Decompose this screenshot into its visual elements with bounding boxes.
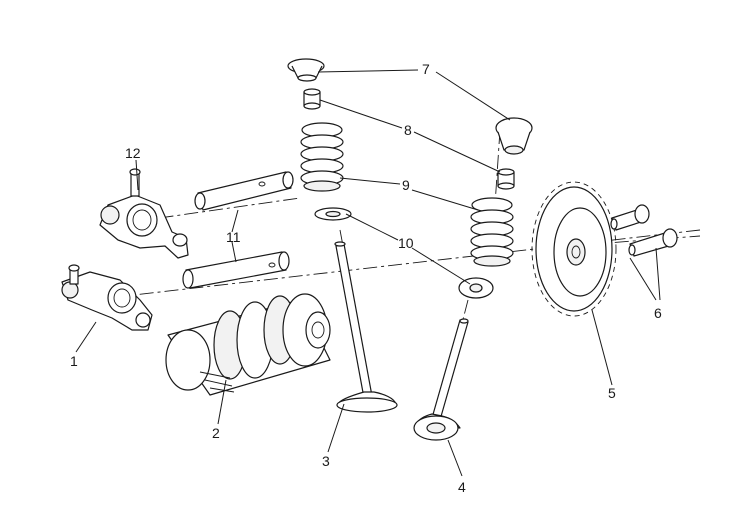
rocker-arm-lower <box>61 264 153 331</box>
callout-12: 12 <box>125 145 141 161</box>
valve-intake <box>334 241 398 413</box>
valve-spring-right <box>470 197 514 267</box>
cam-sprocket <box>531 181 617 317</box>
callout-10: 10 <box>398 235 414 251</box>
camshaft <box>165 293 331 396</box>
callout-1: 1 <box>70 353 78 369</box>
callout-7: 7 <box>422 61 430 77</box>
valve-seal-right <box>497 168 515 190</box>
rocker-arm-upper <box>99 168 189 259</box>
callout-2: 2 <box>212 425 220 441</box>
spring-seat-left <box>314 207 352 221</box>
callout-5: 5 <box>608 385 616 401</box>
leader-lines <box>75 69 661 477</box>
callout-4: 4 <box>458 479 466 495</box>
callout-9: 9 <box>402 177 410 193</box>
sprocket-bolts <box>610 204 678 257</box>
callout-labels: 7 8 9 10 11 12 1 2 3 4 5 6 <box>70 61 662 495</box>
spring-retainer-right <box>495 117 533 155</box>
callout-6: 6 <box>654 305 662 321</box>
callout-3: 3 <box>322 453 330 469</box>
rocker-shafts <box>182 171 294 289</box>
valve-spring-left <box>300 122 344 192</box>
callout-8: 8 <box>404 122 412 138</box>
spring-retainer-top <box>287 58 325 82</box>
spring-seat-right <box>458 277 494 299</box>
valve-exhaust <box>413 318 469 441</box>
valve-seal-top <box>303 88 321 110</box>
callout-11: 11 <box>226 229 241 245</box>
